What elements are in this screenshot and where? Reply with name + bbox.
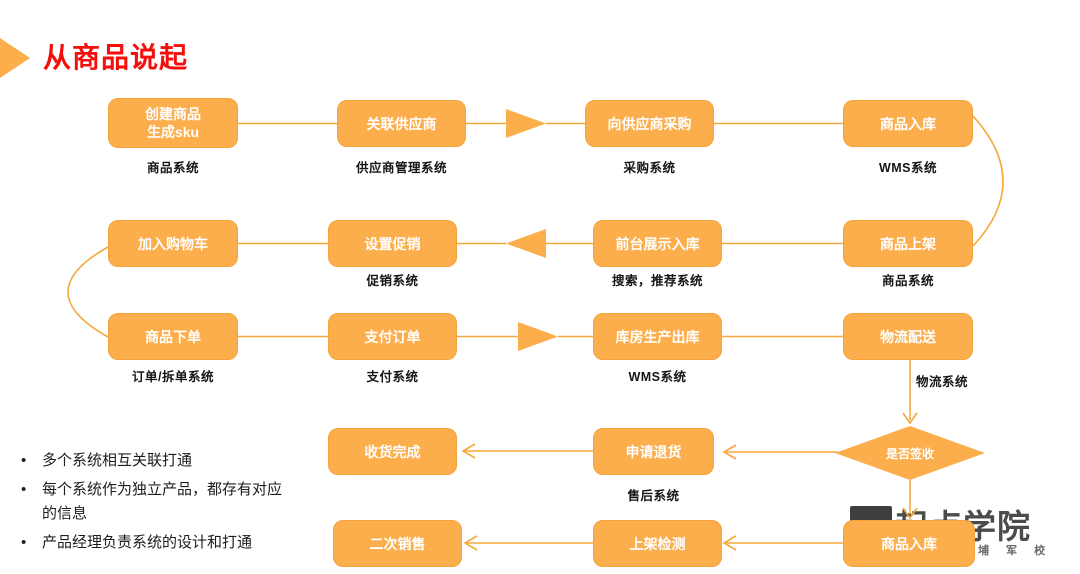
system-label-aftersales: 售后系统 <box>627 489 680 503</box>
node-label: 商品入库 <box>880 115 936 132</box>
flow-node-purchase-from-supplier: 向供应商采购 <box>585 100 714 147</box>
node-label: 申请退货 <box>625 443 682 460</box>
node-label: 前台展示入库 <box>615 235 700 252</box>
node-label: 库房生产出库 <box>615 328 700 345</box>
flow-node-request-return: 申请退货 <box>593 428 714 475</box>
system-label-logistics: 物流系统 <box>916 375 969 389</box>
flow-node-create-sku: 创建商品 生成sku <box>108 98 238 148</box>
note-item: 每个系统作为独立产品，都存有对应的信息 <box>16 478 294 526</box>
flow-node-receipt-complete: 收货完成 <box>328 428 457 475</box>
big-arrow-right <box>518 322 558 351</box>
node-label: 收货完成 <box>364 443 421 460</box>
node-label: 向供应商采购 <box>607 115 692 132</box>
system-label-product-system-2: 商品系统 <box>881 274 934 288</box>
note-item: 多个系统相互关联打通 <box>16 449 294 473</box>
title-marker-triangle <box>0 38 30 78</box>
system-label-supplier-mgmt: 供应商管理系统 <box>355 161 447 175</box>
arrowhead-down <box>902 412 918 425</box>
curve-right-row1-row2 <box>972 115 1004 247</box>
node-label: 关联供应商 <box>366 115 437 132</box>
node-label: 创建商品 <box>145 106 201 122</box>
system-label-product-system: 商品系统 <box>146 161 199 175</box>
flow-node-place-order: 商品下单 <box>108 313 238 360</box>
system-label-payment: 支付系统 <box>366 370 419 384</box>
node-label: 二次销售 <box>369 535 426 552</box>
flow-node-goods-inbound-2: 商品入库 <box>843 520 975 567</box>
flow-node-link-supplier: 关联供应商 <box>337 100 466 147</box>
system-label-wms-2: WMS系统 <box>628 370 687 384</box>
arrowhead-down <box>902 507 918 520</box>
flow-node-second-sale: 二次销售 <box>333 520 462 567</box>
flow-node-goods-inbound-1: 商品入库 <box>843 100 973 147</box>
system-label-order-split: 订单/拆单系统 <box>132 370 214 384</box>
flow-node-logistics-delivery: 物流配送 <box>843 313 973 360</box>
system-label-wms-1: WMS系统 <box>878 161 938 175</box>
flow-node-pay-order: 支付订单 <box>328 313 457 360</box>
page-title: 从商品说起 <box>43 42 189 73</box>
big-arrow-right <box>506 109 546 138</box>
node-label: 物流配送 <box>880 328 936 345</box>
arrowhead-left <box>461 443 476 459</box>
note-item: 产品经理负责系统的设计和打通 <box>16 531 294 555</box>
node-label: 加入购物车 <box>138 235 208 252</box>
node-label: 上架检测 <box>629 535 686 552</box>
flow-node-goods-on-shelf: 商品上架 <box>843 220 973 267</box>
node-label: 商品下单 <box>145 328 201 345</box>
arrowhead-left <box>722 535 737 551</box>
node-label: 设置促销 <box>364 235 421 252</box>
curve-left-row2-row3 <box>67 246 109 338</box>
flow-node-shelf-inspection: 上架检测 <box>593 520 722 567</box>
big-arrow-left <box>506 229 546 258</box>
system-label-promotion: 促销系统 <box>366 274 419 288</box>
flow-node-front-display: 前台展示入库 <box>593 220 722 267</box>
node-label: 商品入库 <box>881 535 937 552</box>
node-label: 商品上架 <box>880 235 936 252</box>
node-label: 支付订单 <box>364 328 421 345</box>
arrowhead-left <box>463 535 478 551</box>
node-label: 是否签收 <box>885 446 934 461</box>
system-label-purchasing: 采购系统 <box>623 161 676 175</box>
flow-node-add-to-cart: 加入购物车 <box>108 220 238 267</box>
brand-logo-tagline: 埔 军 校 <box>978 545 1053 557</box>
system-label-search-recommend: 搜索，推荐系统 <box>611 274 703 288</box>
flow-node-set-promotion: 设置促销 <box>328 220 457 267</box>
node-label: 生成sku <box>146 124 200 140</box>
flow-node-warehouse-outbound: 库房生产出库 <box>593 313 722 360</box>
arrowhead-left <box>722 444 737 460</box>
notes-list: 多个系统相互关联打通 每个系统作为独立产品，都存有对应的信息 产品经理负责系统的… <box>16 449 316 560</box>
